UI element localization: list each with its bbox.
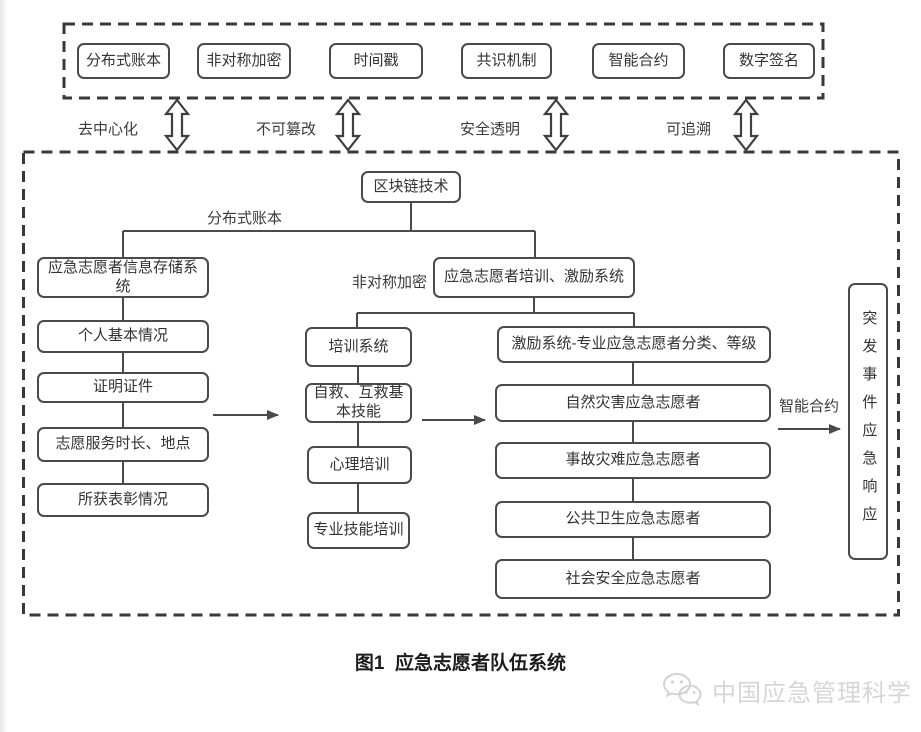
component-timestamp: 时间戳 [329, 43, 423, 79]
node-certificates: 证明证件 [37, 372, 209, 403]
node-professional-skill-training: 专业技能培训 [307, 512, 410, 549]
component-consensus-mechanism: 共识机制 [461, 43, 552, 79]
component-digital-signature: 数字签名 [723, 43, 815, 79]
feature-tamper-proof: 不可篡改 [256, 121, 317, 138]
watermark: 中国应急管理科学 [660, 671, 912, 709]
node-commendations: 所获表彰情况 [37, 483, 209, 517]
double-arrow-icon [732, 98, 760, 152]
edge-label-distributed-ledger: 分布式账本 [207, 210, 283, 227]
node-self-mutual-rescue: 自救、互救基本技能 [305, 383, 412, 423]
node-natural-disaster-volunteers: 自然灾害应急志愿者 [495, 384, 771, 422]
feature-decentralization: 去中心化 [78, 121, 139, 138]
page-edge-shadow [0, 0, 8, 732]
double-arrow-icon [542, 98, 570, 152]
node-incentive-classification: 激励系统-专业应急志愿者分类、等级 [497, 326, 771, 363]
component-smart-contract: 智能合约 [592, 43, 685, 79]
edge-label-smart-contract: 智能合约 [779, 398, 840, 415]
node-psychological-training: 心理培训 [307, 446, 412, 484]
watermark-text: 中国应急管理科学 [712, 679, 912, 707]
node-blockchain-technology: 区块链技术 [361, 171, 461, 203]
node-service-time-place: 志愿服务时长、地点 [37, 427, 209, 462]
feature-secure-transparent: 安全透明 [460, 121, 521, 138]
node-training-incentive-system: 应急志愿者培训、激励系统 [433, 257, 635, 298]
node-accident-disaster-volunteers: 事故灾难应急志愿者 [495, 442, 771, 479]
feature-traceable: 可追溯 [666, 121, 712, 138]
double-arrow-icon [334, 98, 362, 152]
blockchain-components-frame [62, 22, 825, 100]
node-emergency-response: 突发事件应急响应 [848, 283, 888, 560]
edge-label-asymmetric-encryption: 非对称加密 [352, 274, 428, 291]
figure-caption: 图1 应急志愿者队伍系统 [354, 653, 567, 674]
node-public-health-volunteers: 公共卫生应急志愿者 [495, 501, 771, 538]
double-arrow-icon [163, 98, 191, 152]
component-asymmetric-encryption: 非对称加密 [197, 43, 291, 79]
node-personal-info: 个人基本情况 [37, 320, 209, 353]
node-training-system: 培训系统 [305, 327, 412, 367]
component-distributed-ledger: 分布式账本 [77, 43, 170, 79]
node-social-security-volunteers: 社会安全应急志愿者 [495, 559, 771, 599]
node-storage-system: 应急志愿者信息存储系统 [37, 257, 209, 298]
wechat-icon [662, 672, 702, 706]
